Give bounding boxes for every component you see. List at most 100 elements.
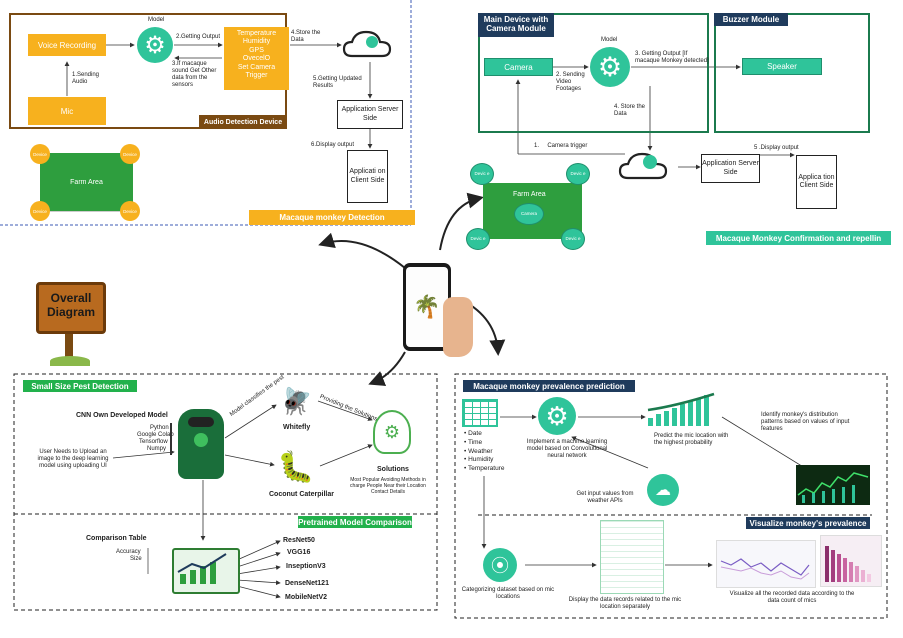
getting-output-label: 3. Getting Output [If macaque Monkey det… bbox=[635, 51, 709, 64]
macaque-sound-label: 3.If macaque sound Get Other data from t… bbox=[172, 61, 217, 88]
sign-line: Diagram bbox=[46, 304, 96, 319]
sensor-item: OvecelO bbox=[242, 55, 271, 63]
input-item: • Weather bbox=[464, 447, 493, 455]
table-icon bbox=[462, 399, 498, 427]
coconut-tree-icon: 🌴 bbox=[413, 294, 441, 319]
device-node: Devic e bbox=[470, 163, 494, 185]
device-node: Devic e bbox=[566, 163, 590, 185]
lightbulb-icon: ⚙ bbox=[373, 410, 411, 454]
market-chart-icon bbox=[796, 465, 870, 505]
confirmation-tag: Macaque Monkey Confirmation and repellin bbox=[706, 231, 891, 245]
device-node: Device bbox=[120, 144, 140, 164]
categorizing-text: Categorizing dataset based on mic locati… bbox=[461, 587, 555, 600]
bar-chart-thumbnail bbox=[820, 535, 882, 587]
line-chart-thumbnail bbox=[716, 540, 816, 588]
overall-diagram-sign: Overall Diagram bbox=[36, 282, 106, 334]
cloud-icon-audio bbox=[342, 30, 392, 58]
model-label-confirm: Model bbox=[601, 37, 618, 43]
voice-recording-box: Voice Recording bbox=[28, 34, 106, 56]
comparison-item: Size bbox=[130, 556, 142, 562]
display-output-label: 5 .Display output bbox=[754, 145, 799, 151]
application-server-box: Application Server Side bbox=[337, 100, 403, 129]
store-data-label: 4. Store the Data bbox=[614, 104, 646, 117]
device-node: Devic e bbox=[466, 228, 490, 250]
prevalence-tag: Macaque monkey prevalence prediction bbox=[463, 380, 635, 392]
gear-icon: ⚙ bbox=[590, 47, 630, 87]
model-item-mobilenetv2: MobileNetV2 bbox=[285, 594, 328, 601]
mic-box: Mic bbox=[28, 97, 106, 125]
caterpillar-label: Coconut Caterpillar bbox=[269, 491, 334, 498]
sign-post bbox=[65, 334, 73, 362]
sensor-item: GPS bbox=[249, 46, 264, 54]
weather-cloud-icon: ☁ bbox=[647, 474, 679, 506]
upload-text: User Needs to Upload an image to the dee… bbox=[37, 449, 109, 469]
solutions-description: Most Popular Avoiding Methods in charge … bbox=[350, 477, 426, 495]
tool-item: Tensorflow bbox=[139, 439, 168, 445]
visualize-tag: Visualize monkey's prevalence bbox=[746, 517, 870, 529]
farm-camera-node: Camera bbox=[514, 203, 544, 225]
buzzer-module-frame bbox=[714, 13, 870, 133]
gear-icon: ⚙ bbox=[137, 27, 173, 63]
hand bbox=[443, 297, 473, 357]
macaque-detection-tag: Macaque monkey Detection bbox=[249, 210, 415, 225]
sensor-item: Trigger bbox=[245, 71, 268, 79]
display-records-text: Display the data records related to the … bbox=[568, 597, 682, 610]
input-item: • Temperature bbox=[464, 465, 505, 473]
application-client-box: Applica tion Client Side bbox=[796, 155, 837, 209]
sensor-item: Temperature bbox=[236, 30, 277, 37]
input-item: • Humidity bbox=[464, 456, 494, 464]
caterpillar-icon: 🐛 bbox=[277, 451, 315, 484]
tool-item: Google Colab bbox=[137, 432, 174, 438]
comparison-title: Comparison Table bbox=[86, 535, 147, 542]
sign-line: Overall bbox=[50, 291, 92, 305]
model-item-inseptionv3: InseptionV3 bbox=[286, 563, 326, 570]
device-node: Devic e bbox=[561, 228, 585, 250]
updated-results-label: 5.Getting Updated Results bbox=[313, 76, 362, 89]
sign-grass bbox=[50, 356, 90, 366]
input-item: • Date bbox=[464, 430, 482, 437]
camera-trigger-label: 1. Camera trigger bbox=[534, 143, 588, 149]
getting-output-label: 2.Getting Output bbox=[176, 34, 221, 40]
farm-area-label: Farm Area bbox=[513, 191, 546, 198]
device-node: Device bbox=[120, 201, 140, 221]
main-device-frame bbox=[478, 13, 709, 133]
tools-bracket bbox=[170, 423, 172, 455]
main-device-tag: Main Device with Camera Module bbox=[478, 13, 554, 37]
sending-video-label: 2. Sending Video Footages bbox=[556, 72, 585, 92]
model-item-vgg16: VGG16 bbox=[287, 549, 311, 556]
audio-detection-device-tag: Audio Detection Device bbox=[199, 115, 287, 129]
sensor-item: Set Camera bbox=[237, 63, 276, 71]
model-item-resnet50: ResNet50 bbox=[283, 537, 315, 544]
device-node: Device bbox=[30, 201, 50, 221]
growth-bars-icon bbox=[646, 392, 720, 426]
ml-model-text: Implement a machine learning model based… bbox=[526, 439, 608, 459]
input-list: • Date • Time • Weather • Humidity • Tem… bbox=[464, 430, 504, 474]
whitefly-label: Whitefly bbox=[283, 424, 311, 431]
cnn-title: CNN Own Developed Model bbox=[76, 412, 168, 419]
pretrained-comparison-tag: Pretrained Model Comparison bbox=[298, 516, 412, 528]
cloud-icon-confirm bbox=[618, 152, 668, 180]
weather-text: Get input values from weather APIs bbox=[576, 491, 634, 504]
phone-screen: 🌴 bbox=[406, 267, 448, 347]
sensors-box: Temperature Humidity GPS OvecelO Set Cam… bbox=[224, 27, 289, 90]
sensor-item: Humidity bbox=[242, 38, 271, 46]
robot-icon bbox=[178, 409, 224, 479]
camera-box: Camera bbox=[484, 58, 553, 76]
input-item: • Time bbox=[464, 438, 483, 446]
visualize-text: Visualize all the recorded data accordin… bbox=[729, 591, 855, 604]
sending-audio-label: 1.Sending Audio bbox=[72, 72, 100, 85]
solutions-label: Solutions bbox=[377, 466, 409, 473]
display-output-label: 6.Display output bbox=[311, 142, 355, 148]
device-node: Device bbox=[30, 144, 50, 164]
store-data-label: 4.Store the Data bbox=[291, 30, 321, 43]
records-table-icon bbox=[600, 520, 664, 594]
speaker-box: Speaker bbox=[742, 58, 822, 75]
tool-item: Python bbox=[150, 425, 169, 431]
identify-text: Identify monkey's distribution patterns … bbox=[761, 412, 850, 432]
location-pin-icon: ⦿ bbox=[483, 548, 517, 582]
comparison-item: Accuracy bbox=[116, 549, 141, 555]
model-item-densenet121: DenseNet121 bbox=[285, 580, 329, 587]
application-client-box: Applicati on Client Side bbox=[347, 150, 388, 203]
tool-item: Numpy bbox=[147, 446, 167, 452]
